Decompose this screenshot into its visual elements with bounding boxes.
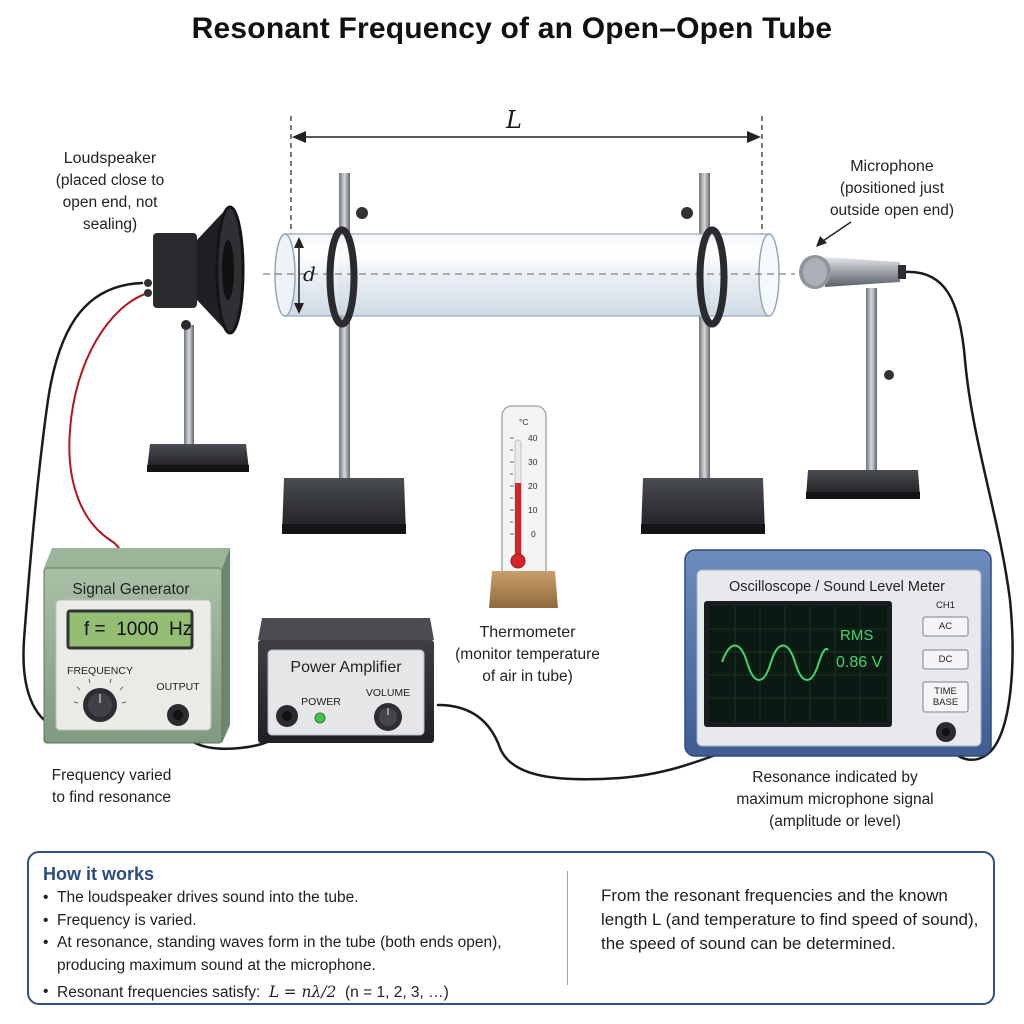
speaker-cable-red — [68, 292, 149, 561]
how-it-works-list: The loudspeaker drives sound into the tu… — [43, 887, 563, 1005]
microphone-label: Microphone — [850, 158, 934, 175]
loudspeaker-note-1: (placed close to — [55, 172, 165, 189]
output-jack-label: OUTPUT — [156, 681, 200, 693]
mic-cable — [903, 270, 1014, 761]
oscilloscope-title: Oscilloscope / Sound Level Meter — [729, 579, 945, 595]
oscilloscope-caption: Resonance indicated by maximum microphon… — [720, 767, 950, 833]
thermometer-label: Thermometer — [479, 624, 576, 641]
frequency-knob-label: FREQUENCY — [67, 665, 133, 677]
conclusion-text: From the resonant frequencies and the kn… — [601, 886, 979, 953]
volume-knob-label: VOLUME — [365, 687, 411, 699]
bullet-item: The loudspeaker drives sound into the tu… — [43, 887, 563, 910]
frequency-display-value: f = 1000 Hz — [84, 619, 193, 640]
oscilloscope-caption-1: Resonance indicated by — [752, 769, 918, 786]
frequency-display: f = 1000 Hz — [84, 619, 192, 641]
microphone-note-1: (positioned just — [839, 180, 945, 197]
oscilloscope — [684, 549, 992, 757]
diagram-title: Resonant Frequency of an Open–Open Tube — [191, 12, 833, 45]
power-amplifier — [258, 618, 434, 743]
thermometer-unit: °C — [519, 417, 529, 427]
formula-note: (n = 1, 2, 3, …) — [345, 984, 449, 1001]
bullet-item: At resonance, standing waves form in the… — [43, 932, 563, 977]
channel-label: CH1 — [935, 600, 955, 611]
how-it-works-title: How it works — [43, 864, 155, 884]
microphone — [799, 221, 920, 499]
oscilloscope-caption-2: maximum microphone signal — [736, 791, 934, 808]
scope-trace — [721, 644, 829, 681]
timebase-label-1: TIME — [934, 686, 957, 697]
timebase-button[interactable]: TIME BASE — [923, 686, 968, 708]
timebase-label-2: BASE — [932, 697, 959, 708]
amp-to-scope-cable — [436, 703, 732, 781]
loudspeaker-note-3: sealing) — [82, 216, 138, 233]
signal-generator-caption-1: Frequency varied — [51, 767, 172, 784]
signal-generator-title: Signal Generator — [72, 581, 190, 598]
dc-button[interactable]: DC — [938, 654, 953, 665]
formula-rhs: = nλ/2 — [283, 983, 337, 1001]
ac-button[interactable]: AC — [938, 621, 953, 632]
tube-stand-right — [641, 173, 765, 534]
loudspeaker-label: Loudspeaker — [63, 150, 157, 167]
diameter-symbol: d — [303, 262, 316, 286]
power-led-label: POWER — [301, 696, 341, 708]
thermometer-tick-20: 20 — [528, 481, 538, 491]
thermometer-label-block: Thermometer (monitor temperature of air … — [440, 622, 615, 688]
open-tube — [263, 226, 795, 328]
power-amplifier-title: Power Amplifier — [290, 659, 402, 676]
loudspeaker-label-block: Loudspeaker (placed close to open end, n… — [30, 148, 190, 236]
thermometer-tick-10: 10 — [528, 505, 538, 515]
loudspeaker — [144, 205, 249, 472]
speaker-cable-black — [22, 281, 144, 730]
thermometer — [489, 405, 558, 608]
microphone-note-2: outside open end) — [829, 202, 955, 219]
rms-label: RMS — [840, 627, 874, 644]
rms-value: 0.86 V — [836, 654, 883, 671]
signal-generator — [43, 548, 230, 744]
length-symbol: L — [506, 106, 522, 134]
signal-generator-caption: Frequency varied to find resonance — [24, 765, 199, 809]
oscilloscope-caption-3: (amplitude or level) — [769, 813, 901, 830]
signal-generator-caption-2: to find resonance — [52, 789, 171, 806]
microphone-label-block: Microphone (positioned just outside open… — [812, 156, 972, 222]
thermometer-note-1: (monitor temperature — [455, 646, 600, 663]
thermometer-note-2: of air in tube) — [482, 668, 573, 685]
loudspeaker-note-2: open end, not — [62, 194, 158, 211]
thermometer-tick-40: 40 — [528, 433, 538, 443]
formula-lhs: L — [268, 983, 280, 1001]
panel-divider — [567, 871, 568, 985]
bullet-item: Frequency is varied. — [43, 910, 563, 933]
length-dimension — [290, 116, 763, 235]
formula-prefix: Resonant frequencies satisfy: — [57, 984, 261, 1001]
thermometer-tick-0: 0 — [531, 529, 536, 539]
thermometer-tick-30: 30 — [528, 457, 538, 467]
bullet-formula: Resonant frequencies satisfy: L = nλ/2 (… — [43, 981, 563, 1005]
